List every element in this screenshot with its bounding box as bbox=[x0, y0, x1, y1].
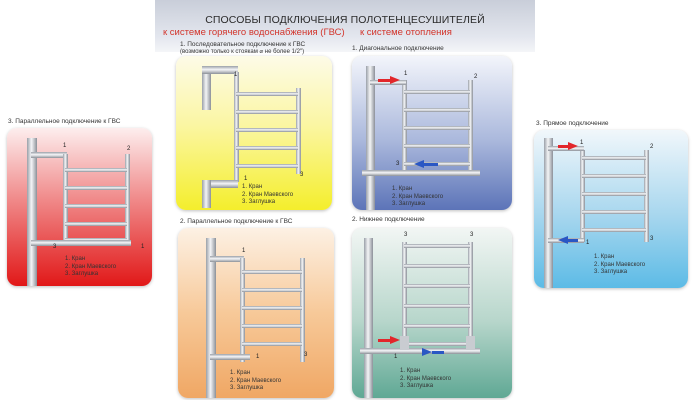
marker-3: 3 bbox=[304, 352, 308, 358]
legend-tap: 1. Кран bbox=[65, 256, 86, 262]
legend-plug: 3. Заглушка bbox=[242, 199, 276, 205]
marker-3: 3 bbox=[53, 244, 57, 250]
caption-sequential-gvs: 1. Последовательное подключение к ГВС bbox=[180, 41, 306, 48]
legend: 1. Кран 2. Кран Маевского 3. Заглушка bbox=[594, 254, 645, 277]
marker-1: 1 bbox=[141, 244, 145, 250]
arrow-out-blue bbox=[558, 236, 568, 244]
marker-1: 1 bbox=[580, 140, 584, 146]
arrow-out-blue bbox=[422, 348, 432, 356]
legend-plug: 3. Заглушка bbox=[400, 383, 434, 389]
parallel-gvs-diagram bbox=[206, 238, 305, 398]
legend-tap: 1. Кран bbox=[400, 368, 421, 374]
marker-2: 2 bbox=[474, 74, 478, 80]
legend: 1. Кран 2. Кран Маевского 3. Заглушка bbox=[230, 370, 281, 393]
legend-mayevsky: 2. Кран Маевского bbox=[230, 377, 282, 384]
panel-parallel-gvs: 1 1 3 1. Кран 2. Кран Маевского 3. Заглу… bbox=[178, 228, 334, 398]
marker-3: 3 bbox=[300, 172, 304, 178]
legend-plug: 3. Заглушка bbox=[230, 385, 264, 391]
sequential-gvs-diagram bbox=[202, 66, 301, 208]
panel-bottom: 3 3 1 1. Кран 2. Кран Маевского 3. Заглу… bbox=[352, 228, 512, 398]
legend-plug: 3. Заглушка bbox=[392, 201, 426, 207]
legend-tap: 1. Кран bbox=[242, 184, 263, 190]
legend-mayevsky: 2. Кран Маевского bbox=[65, 263, 117, 270]
marker-3: 3 bbox=[404, 232, 408, 238]
arrow-out-blue bbox=[414, 160, 424, 168]
marker-1: 1 bbox=[404, 71, 408, 77]
marker-1: 1 bbox=[256, 354, 260, 360]
arrow-in-red bbox=[390, 76, 400, 84]
marker-3: 3 bbox=[396, 161, 400, 167]
caption-parallel-gvs-left: 3. Параллельное подключение к ГВС bbox=[8, 118, 121, 125]
bottom-diagram bbox=[360, 238, 480, 398]
legend-plug: 3. Заглушка bbox=[594, 269, 628, 275]
direct-diagram bbox=[544, 138, 649, 288]
marker-1: 1 bbox=[63, 143, 67, 149]
marker-3: 3 bbox=[650, 236, 654, 242]
panel-direct: 1 2 1 3 1. Кран 2. Кран Маевского 3. Заг… bbox=[534, 130, 688, 288]
legend-tap: 1. Кран bbox=[594, 254, 615, 260]
panel-parallel-gvs-left: 1 2 3 1 1. Кран 2. Кран Маевского 3. Заг… bbox=[7, 128, 152, 286]
marker-2: 2 bbox=[650, 144, 654, 150]
panel-diagonal: 1 2 3 1. Кран 2. Кран Маевского 3. Заглу… bbox=[352, 56, 512, 210]
header-band bbox=[155, 0, 535, 52]
arrow-in-red bbox=[568, 142, 578, 150]
page-title: СПОСОБЫ ПОДКЛЮЧЕНИЯ ПОЛОТЕНЦЕСУШИТЕЛЕЙ bbox=[205, 14, 485, 26]
marker-1: 1 bbox=[234, 72, 238, 78]
subtitle-heating: к системе отопления bbox=[360, 27, 452, 38]
legend: 1. Кран 2. Кран Маевского 3. Заглушка bbox=[65, 256, 116, 279]
caption-parallel-gvs: 2. Параллельное подключение к ГВС bbox=[180, 218, 293, 225]
legend-mayevsky: 2. Кран Маевского bbox=[242, 191, 294, 198]
note-sequential-gvs: (возможно только к стоякам ⌀ не более 1/… bbox=[180, 49, 305, 55]
legend-mayevsky: 2. Кран Маевского bbox=[400, 375, 452, 382]
marker-1: 1 bbox=[244, 176, 248, 182]
caption-bottom: 2. Нижнее подключение bbox=[352, 216, 425, 223]
legend: 1. Кран 2. Кран Маевского 3. Заглушка bbox=[400, 368, 451, 391]
panel-sequential-gvs: 1 1 3 1. Кран 2. Кран Маевского 3. Заглу… bbox=[176, 56, 332, 210]
caption-direct: 3. Прямое подключение bbox=[536, 120, 609, 127]
legend-mayevsky: 2. Кран Маевского bbox=[594, 261, 646, 268]
subtitle-gvs: к системе горячего водоснабжения (ГВС) bbox=[163, 27, 345, 38]
parallel-gvs-left-diagram bbox=[27, 138, 131, 286]
diagonal-diagram bbox=[362, 66, 480, 210]
legend-tap: 1. Кран bbox=[392, 186, 413, 192]
arrow-in-red bbox=[390, 336, 400, 344]
legend: 1. Кран 2. Кран Маевского 3. Заглушка bbox=[242, 184, 293, 207]
marker-1: 1 bbox=[394, 354, 398, 360]
legend-plug: 3. Заглушка bbox=[65, 271, 99, 277]
legend: 1. Кран 2. Кран Маевского 3. Заглушка bbox=[392, 186, 443, 209]
marker-3: 3 bbox=[470, 232, 474, 238]
marker-1: 1 bbox=[242, 248, 246, 254]
legend-tap: 1. Кран bbox=[230, 370, 251, 376]
marker-2: 2 bbox=[127, 146, 131, 152]
caption-diagonal: 1. Диагональное подключение bbox=[352, 45, 444, 52]
marker-1: 1 bbox=[586, 240, 590, 246]
legend-mayevsky: 2. Кран Маевского bbox=[392, 193, 444, 200]
